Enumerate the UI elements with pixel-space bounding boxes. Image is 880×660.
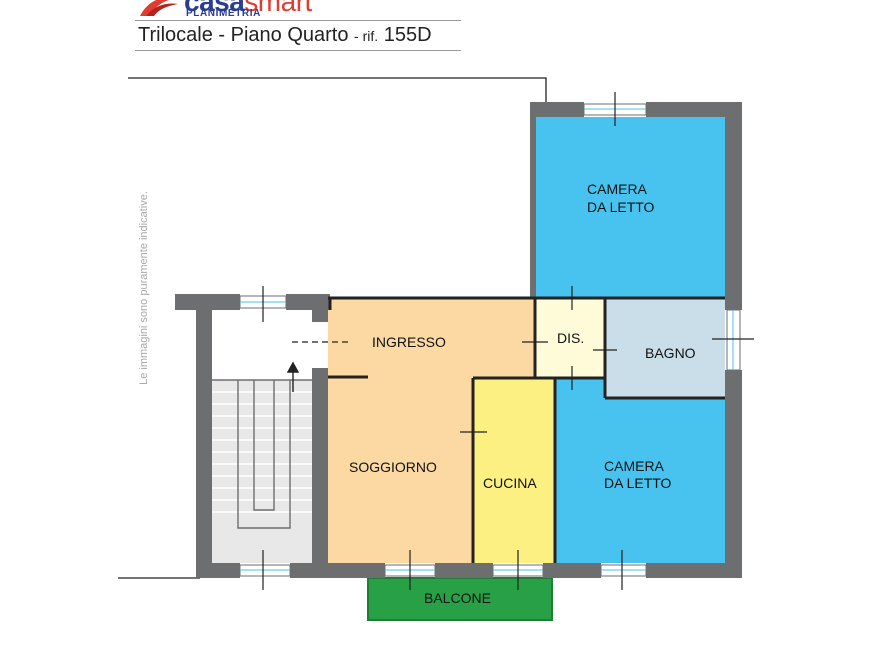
brand-subtitle: PLANIMETRIA	[186, 8, 261, 19]
room-bathroom	[605, 298, 725, 398]
header-divider-top	[135, 20, 461, 21]
plan-ref-code: 155D	[383, 24, 432, 46]
room-kitchen	[473, 378, 555, 563]
staircase	[212, 391, 312, 513]
interior-walls	[328, 296, 725, 563]
room-corridor	[535, 298, 605, 378]
brand-logo	[138, 0, 438, 20]
plan-title-main: Trilocale - Piano Quarto	[138, 24, 349, 46]
label-cucina: CUCINA	[483, 475, 537, 491]
building-outline	[118, 77, 547, 579]
header: casasmart PLANIMETRIA Trilocale - Piano …	[0, 0, 880, 60]
door-marks	[262, 92, 754, 590]
room-bedroom-bottom	[555, 378, 725, 563]
logo-swoosh-icon	[140, 0, 178, 16]
stair-direction-arrow-icon	[286, 361, 300, 392]
plan-title: Trilocale - Piano Quarto - rif. 155D	[138, 24, 432, 47]
label-bedroom-bottom-line1: CAMERA	[604, 458, 665, 474]
brand-suffix: smart	[244, 0, 312, 17]
label-ingresso: INGRESSO	[372, 334, 446, 350]
header-divider-bottom	[135, 50, 461, 51]
stair-core	[212, 379, 312, 529]
label-bedroom-top-line1: CAMERA	[587, 181, 648, 197]
label-bagno: BAGNO	[645, 345, 696, 361]
room-bedroom-top	[535, 117, 725, 298]
brand-name: casasmart	[184, 0, 312, 18]
label-soggiorno: SOGGIORNO	[349, 459, 437, 475]
label-balcone: BALCONE	[424, 590, 491, 606]
room-living	[328, 298, 535, 563]
walls	[175, 102, 742, 578]
balcony	[367, 577, 553, 621]
plan-ref-prefix: - rif.	[354, 28, 379, 44]
label-dis: DIS.	[557, 330, 584, 346]
brand-prefix: casa	[184, 0, 245, 17]
label-bedroom-bottom-line2: DA LETTO	[604, 475, 672, 491]
label-bedroom-top-line2: DA LETTO	[587, 199, 655, 215]
